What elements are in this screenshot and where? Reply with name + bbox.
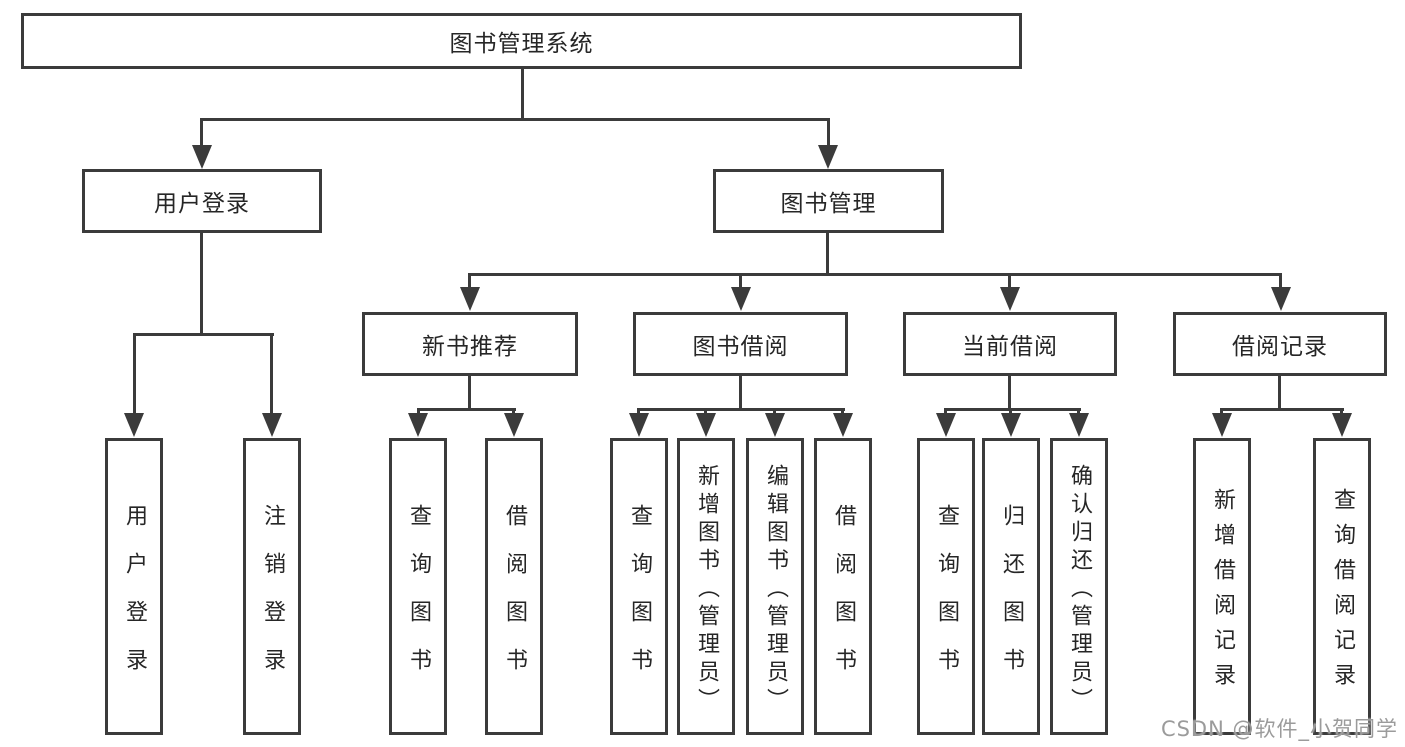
node-label: 借阅图书 [831, 503, 856, 696]
connector-line [827, 118, 830, 148]
arrowhead-down [262, 413, 282, 437]
node-label: 查询图书 [406, 503, 431, 696]
node-label: 用户登录 [122, 503, 147, 696]
node-label: 确认归还（管理员） [1067, 463, 1092, 716]
arrowhead-down [629, 413, 649, 437]
node-add-book-admin-leaf: 新增图书（管理员） [677, 438, 735, 735]
connector-line [200, 118, 203, 148]
node-logout-leaf: 注销登录 [243, 438, 301, 735]
connector-line [1009, 408, 1012, 416]
node-label: 借阅图书 [502, 503, 527, 696]
node-query-books-leaf-1: 查询图书 [389, 438, 447, 735]
arrowhead-down [1332, 413, 1352, 437]
node-label: 查询借阅记录 [1330, 488, 1355, 698]
node-borrow-books-leaf-1: 借阅图书 [485, 438, 543, 735]
connector-line [637, 408, 640, 416]
node-user-login-leaf: 用户登录 [105, 438, 163, 735]
node-library-system: 图书管理系统 [21, 13, 1022, 69]
connector-line [704, 408, 707, 416]
connector-line [944, 408, 1081, 411]
connector-line [133, 333, 136, 416]
node-label: 查询图书 [627, 503, 652, 696]
connector-line [1008, 273, 1011, 290]
connector-line [739, 376, 742, 408]
connector-line [270, 333, 273, 416]
arrowhead-down [504, 413, 524, 437]
connector-line [200, 233, 203, 333]
connector-line [841, 408, 844, 416]
connector-line [417, 408, 516, 411]
arrowhead-down [731, 287, 751, 311]
node-borrowing-records: 借阅记录 [1173, 312, 1387, 376]
connector-line [468, 273, 471, 290]
connector-line [200, 118, 830, 121]
node-new-book-recommendation: 新书推荐 [362, 312, 578, 376]
connector-line [468, 376, 471, 408]
connector-line [773, 408, 776, 416]
connector-line [133, 333, 274, 336]
connector-line [1340, 408, 1343, 416]
node-book-management-branch: 图书管理 [713, 169, 944, 233]
node-label: 查询图书 [934, 503, 959, 696]
connector-line [1220, 408, 1344, 411]
arrowhead-down [833, 413, 853, 437]
connector-line [944, 408, 947, 416]
node-query-books-leaf-3: 查询图书 [917, 438, 975, 735]
arrowhead-down [818, 145, 838, 169]
arrowhead-down [1069, 413, 1089, 437]
arrowhead-down [1212, 413, 1232, 437]
connector-line [1279, 273, 1282, 290]
node-label: 新增图书（管理员） [694, 463, 719, 716]
node-return-book-leaf: 归还图书 [982, 438, 1040, 735]
connector-line [1278, 376, 1281, 408]
connector-line [826, 233, 829, 276]
connector-line [468, 273, 1281, 276]
node-edit-book-admin-leaf: 编辑图书（管理员） [746, 438, 804, 735]
arrowhead-down [936, 413, 956, 437]
node-label: 归还图书 [999, 503, 1024, 696]
connector-line [1077, 408, 1080, 416]
arrowhead-down [408, 413, 428, 437]
connector-line [739, 273, 742, 290]
node-book-borrowing: 图书借阅 [633, 312, 848, 376]
connector-line [1008, 376, 1011, 408]
arrowhead-down [192, 145, 212, 169]
node-add-borrow-record-leaf: 新增借阅记录 [1193, 438, 1251, 735]
node-confirm-return-admin-leaf: 确认归还（管理员） [1050, 438, 1108, 735]
arrowhead-down [1271, 287, 1291, 311]
csdn-watermark: CSDN @软件_小贺同学 [1160, 717, 1398, 741]
node-label: 编辑图书（管理员） [763, 463, 788, 716]
node-label: 注销登录 [260, 503, 285, 696]
arrowhead-down [765, 413, 785, 437]
connector-line [521, 69, 524, 118]
node-user-login-branch: 用户登录 [82, 169, 322, 233]
node-borrow-books-leaf-2: 借阅图书 [814, 438, 872, 735]
node-current-borrowing: 当前借阅 [903, 312, 1117, 376]
node-query-books-leaf-2: 查询图书 [610, 438, 668, 735]
connector-line [417, 408, 420, 416]
connector-line [1220, 408, 1223, 416]
connector-line [512, 408, 515, 416]
arrowhead-down [696, 413, 716, 437]
arrowhead-down [124, 413, 144, 437]
node-query-borrow-record-leaf: 查询借阅记录 [1313, 438, 1371, 735]
arrowhead-down [1001, 413, 1021, 437]
node-label: 新增借阅记录 [1210, 488, 1235, 698]
arrowhead-down [460, 287, 480, 311]
connector-line [637, 408, 845, 411]
arrowhead-down [1000, 287, 1020, 311]
